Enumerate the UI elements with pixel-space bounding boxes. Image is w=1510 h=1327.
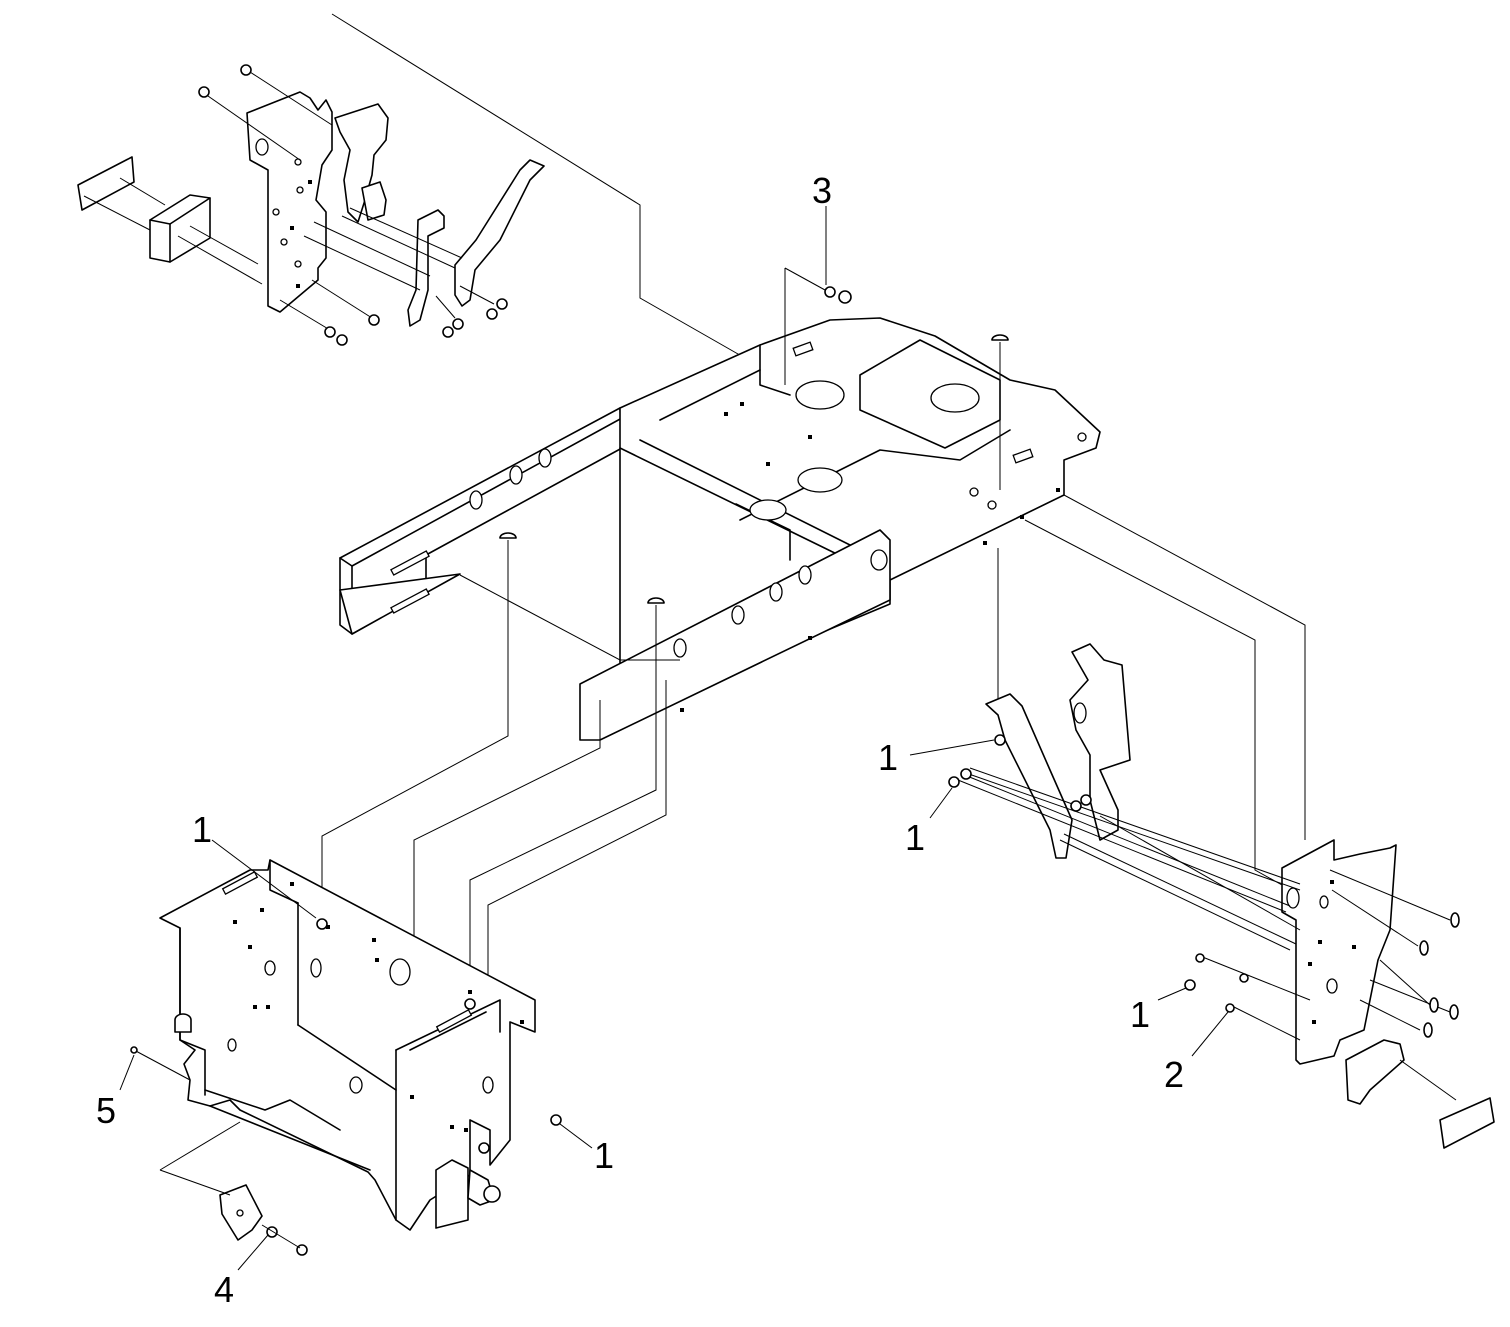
callout-label: 1 [878, 737, 898, 778]
callout-label: 3 [812, 170, 832, 211]
callout-label: 5 [96, 1090, 116, 1131]
callout-label: 1 [192, 809, 212, 850]
lower-left-assembly [130, 859, 562, 1256]
cap-icon [838, 290, 852, 304]
upper-left-bracket-assembly [77, 64, 545, 346]
nut-icon [824, 286, 836, 298]
main-frame [339, 317, 1101, 741]
callout-leaders [119, 739, 1229, 1271]
callout-label: 4 [214, 1269, 234, 1310]
callout-label: 1 [594, 1135, 614, 1176]
leader-line [331, 13, 746, 359]
leader-line [784, 267, 826, 291]
assembly-lines [321, 494, 1306, 1055]
callout-label: 2 [1164, 1054, 1184, 1095]
callout-label: 1 [905, 817, 925, 858]
callout-label: 1 [1130, 994, 1150, 1035]
right-assembly [948, 643, 1495, 1149]
